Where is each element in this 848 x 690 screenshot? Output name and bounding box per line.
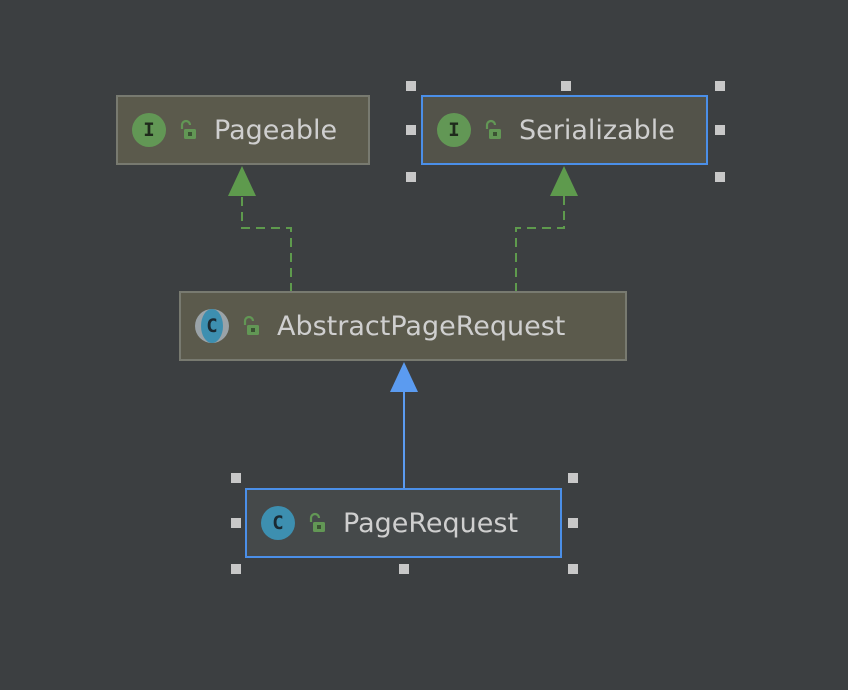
class-badge-icon: C [261,506,295,540]
abstract-class-badge-icon: C [195,309,229,343]
unlocked-padlock-icon [243,315,259,335]
resize-handle-e[interactable] [715,125,725,135]
edge-implements-serializable[interactable] [515,166,578,292]
resize-handle-se[interactable] [568,564,578,574]
resize-handle-s[interactable] [399,564,409,574]
interface-badge-icon: I [132,113,166,147]
node-pageable[interactable]: I Pageable [116,95,370,165]
resize-handle-sw[interactable] [231,564,241,574]
edge-implements-pageable[interactable] [228,166,292,292]
edge-extends-abstract-page-request[interactable] [390,362,418,488]
unlocked-padlock-icon [309,512,325,532]
node-label: PageRequest [343,507,519,539]
resize-handle-nw[interactable] [406,81,416,91]
resize-handle-w[interactable] [231,518,241,528]
resize-handle-n[interactable] [561,81,571,91]
resize-handle-nw[interactable] [231,473,241,483]
resize-handle-se[interactable] [715,172,725,182]
node-label: Pageable [214,114,338,146]
unlocked-padlock-icon [485,119,501,139]
resize-handle-ne[interactable] [715,81,725,91]
unlocked-padlock-icon [180,119,196,139]
node-label: Serializable [519,114,675,146]
arrowhead-green [550,166,578,196]
resize-handle-ne[interactable] [568,473,578,483]
resize-handle-e[interactable] [568,518,578,528]
arrowhead-green [228,166,256,196]
node-serializable[interactable]: I Serializable [421,95,708,165]
arrowhead-blue [390,362,418,392]
resize-handle-sw[interactable] [406,172,416,182]
node-label: AbstractPageRequest [277,310,566,342]
interface-badge-icon: I [437,113,471,147]
resize-handle-w[interactable] [406,125,416,135]
node-abstract-page-request[interactable]: C AbstractPageRequest [179,291,627,361]
node-page-request[interactable]: C PageRequest [245,488,562,558]
